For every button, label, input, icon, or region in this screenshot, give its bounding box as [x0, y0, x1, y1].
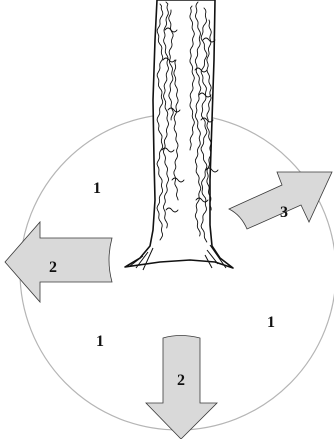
bark-mark: [171, 177, 185, 183]
upper-right-arrow-shape: [228, 171, 333, 230]
left-arrow-label: 2: [49, 259, 57, 276]
bark-stroke: [156, 3, 164, 241]
bark-mark: [198, 92, 212, 98]
bark-mark: [164, 27, 178, 33]
bark-mark: [161, 147, 175, 153]
bark-mark: [205, 167, 219, 173]
bark-stroke: [200, 7, 208, 243]
bark-mark: [200, 117, 214, 123]
bark-stroke: [206, 19, 212, 211]
bark-mark: [194, 67, 208, 73]
left-arrow-2: 2: [4, 220, 113, 304]
tree-trunk-icon: [124, 0, 234, 271]
down-arrow-label: 2: [177, 372, 185, 389]
bark-mark: [195, 197, 209, 203]
down-arrow-2: 2: [145, 335, 218, 439]
region-label-upper-left: 1: [93, 180, 101, 197]
bark-mark: [202, 37, 216, 43]
bark-stroke: [189, 5, 195, 151]
bark-stroke: [194, 1, 202, 237]
region-label-lower-right: 1: [267, 314, 275, 331]
bark-mark: [165, 207, 179, 213]
upper-right-arrow-label: 3: [280, 204, 288, 221]
down-arrow-shape: [145, 335, 218, 439]
region-label-lower-left: 1: [96, 333, 104, 350]
bark-stroke: [162, 1, 170, 229]
left-arrow-shape: [4, 220, 113, 304]
bark-mark: [162, 57, 176, 63]
bark-mark: [167, 107, 181, 113]
upper-right-arrow-3: 3: [228, 171, 333, 230]
bark-stroke: [168, 9, 174, 121]
bark-stroke: [173, 59, 179, 201]
